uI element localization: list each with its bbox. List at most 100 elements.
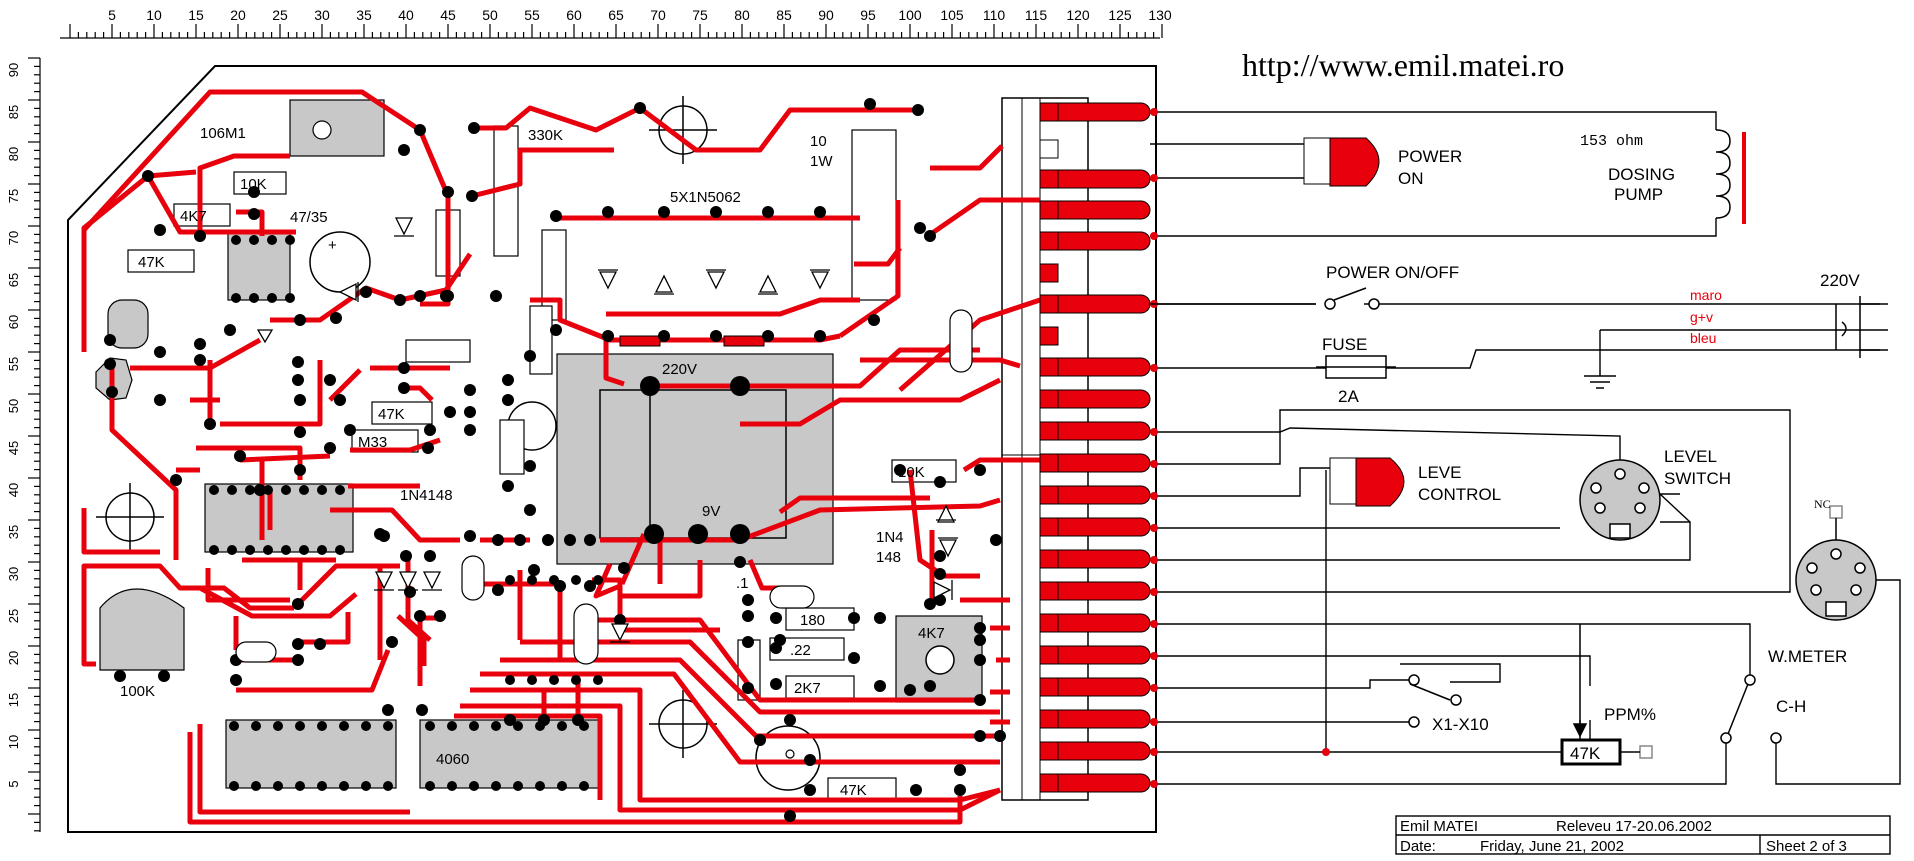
top-ruler-label: 25 — [272, 7, 288, 23]
ic-pin — [317, 545, 327, 555]
top-ruler-label: 115 — [1025, 7, 1048, 23]
ic-pin — [299, 545, 309, 555]
ic-pin — [593, 575, 603, 585]
label-220v-transformer: 220V — [662, 361, 697, 378]
label-power-switch: POWER ON/OFF — [1326, 263, 1459, 282]
label-power-on-b: ON — [1398, 169, 1424, 188]
title-block — [1395, 815, 1891, 855]
ic-pin — [263, 545, 273, 555]
ground-symbol — [1584, 370, 1616, 389]
external-wiring — [1150, 111, 1901, 785]
label-maro: maro — [1690, 287, 1722, 303]
left-ruler-label: 80 — [6, 147, 21, 161]
top-ruler-label: 130 — [1148, 7, 1172, 23]
left-ruler-label: 15 — [6, 693, 21, 707]
top-ruler-label: 75 — [692, 7, 708, 23]
component-labels: 106M1 10K 4K7 47K 47/35 + 330K 5X1N5062 … — [120, 125, 945, 799]
ic-pin — [273, 721, 283, 731]
label-ppm: PPM% — [1604, 705, 1656, 724]
left-ruler-label: 25 — [6, 609, 21, 623]
parts — [95, 99, 983, 789]
label-power-on-a: POWER — [1398, 147, 1462, 166]
title-sheet: Sheet 2 of 3 — [1766, 838, 1847, 855]
top-ruler-label: 70 — [650, 7, 666, 23]
top-ruler-label: 40 — [398, 7, 414, 23]
top-ruler-label: 65 — [608, 7, 624, 23]
ic-pin — [251, 721, 261, 731]
left-ruler-label: 65 — [6, 273, 21, 287]
label-leve-b: CONTROL — [1418, 485, 1501, 504]
top-ruler-label: 90 — [818, 7, 834, 23]
ic-pin — [339, 721, 349, 731]
pcb-outline — [67, 65, 1157, 833]
top-ruler-label: 60 — [566, 7, 582, 23]
ic-pin — [263, 485, 273, 495]
transformer-pads — [619, 335, 765, 347]
top-ruler-label: 15 — [188, 7, 204, 23]
left-ruler-label: 35 — [6, 525, 21, 539]
ic-bottom-left — [225, 719, 397, 789]
ic-pin — [335, 545, 345, 555]
ic-pin — [267, 235, 277, 245]
ic-pin — [361, 781, 371, 791]
label-cap-47-35: 47/35 — [290, 209, 328, 226]
ic-pin — [227, 545, 237, 555]
label-dosing-b: PUMP — [1614, 185, 1663, 204]
ic-pins — [209, 235, 603, 791]
connector-strip — [1001, 97, 1089, 801]
label-diodes-5x: 5X1N5062 — [670, 189, 741, 206]
label-leve-a: LEVE — [1418, 463, 1461, 482]
ic-pin — [245, 485, 255, 495]
top-ruler-label: 125 — [1108, 7, 1132, 23]
left-ruler-label: 20 — [6, 651, 21, 665]
fuse — [1316, 355, 1396, 379]
label-wmeter: W.METER — [1768, 647, 1847, 666]
label-180: 180 — [800, 612, 825, 629]
ic-pin — [281, 545, 291, 555]
label-10k-right: 10K — [898, 464, 925, 481]
label-4060: 4060 — [436, 751, 469, 768]
ic-pin — [425, 721, 435, 731]
title-author: Emil MATEI — [1400, 818, 1478, 835]
top-ruler-label: 110 — [983, 7, 1006, 23]
mounting-hole-bottom — [649, 690, 717, 758]
ic-pin — [549, 675, 559, 685]
label-ohm: 153 ohm — [1580, 133, 1643, 150]
left-ruler-label: 90 — [6, 63, 21, 77]
label-fuse: FUSE — [1322, 335, 1367, 354]
title-date-value: Friday, June 21, 2002 — [1480, 838, 1624, 855]
label-47k-mid: 47K — [378, 406, 405, 423]
label-fuse-value: 2A — [1338, 387, 1359, 406]
left-ruler-label: 30 — [6, 567, 21, 581]
website-url: http://www.emil.matei.ro — [1242, 47, 1564, 83]
external-junctions — [1150, 108, 1330, 788]
diodes — [256, 217, 958, 643]
ic-pin — [273, 781, 283, 791]
ic-pin — [571, 675, 581, 685]
left-ruler-label: 45 — [6, 441, 21, 455]
ic-pin — [267, 293, 277, 303]
pot-100k — [99, 588, 185, 671]
top-ruler-label: 10 — [146, 7, 162, 23]
label-x1x10: X1-X10 — [1432, 715, 1489, 734]
label-pot-100k: 100K — [120, 683, 155, 700]
ic-pin — [231, 235, 241, 245]
label-10: 10 — [810, 133, 827, 150]
label-4k7-top: 4K7 — [180, 208, 207, 225]
label-dosing-a: DOSING — [1608, 165, 1675, 184]
ic-pin — [229, 721, 239, 731]
ic-pin — [425, 781, 435, 791]
ic-pin — [209, 485, 219, 495]
ch-switch — [1720, 674, 1782, 744]
top-ruler — [60, 24, 1163, 39]
terminal-squares — [1039, 102, 1059, 793]
label-bleu: bleu — [1690, 330, 1716, 346]
label-330k: 330K — [528, 127, 563, 144]
label-1n4148: 1N4148 — [400, 487, 453, 504]
top-ruler-label: 5 — [108, 7, 116, 23]
ic-4060 — [419, 719, 601, 789]
label-mains: 220V — [1820, 271, 1860, 290]
left-ruler-label: 75 — [6, 189, 21, 203]
left-ruler-label: 40 — [6, 483, 21, 497]
